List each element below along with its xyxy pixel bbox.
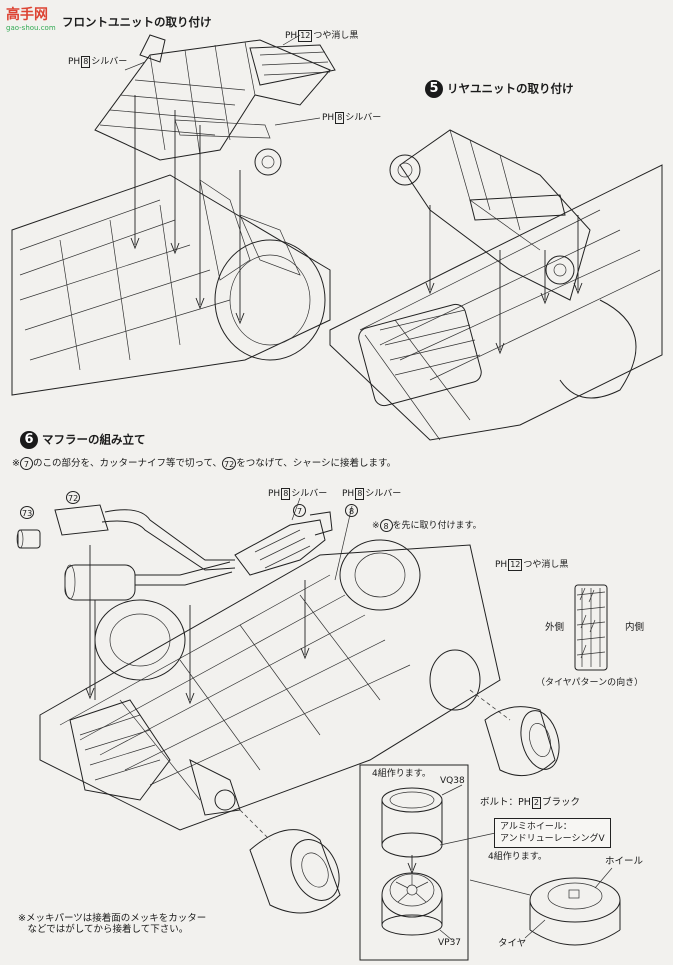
tire-outer-label: 外側 xyxy=(545,622,565,633)
note2-text: を先に取り付けます。 xyxy=(392,521,482,531)
part-7-label: 7 xyxy=(293,504,306,517)
part-number-8: 8 xyxy=(345,500,358,519)
part-ref-8: 8 xyxy=(379,519,393,532)
front-unit-drawing xyxy=(11,34,336,396)
step5-heading: 5 リヤユニットの取り付け xyxy=(425,80,574,98)
tire-inner-label: 内側 xyxy=(625,622,645,633)
paint-code: PH xyxy=(518,797,531,808)
watermark-logo: 高手网 gao-shou.com xyxy=(6,4,56,32)
paint-code: PH xyxy=(322,113,335,123)
paint-code: PH xyxy=(342,489,355,499)
part-72-label: 72 xyxy=(66,491,81,504)
alu-line-2: アンドリューレーシングV xyxy=(500,834,605,844)
paint-number: 8 xyxy=(355,487,365,500)
wheel-label: ホイール xyxy=(605,856,644,867)
paint-name: シルバー xyxy=(365,489,402,499)
alu-line-1: アルミホイール： xyxy=(500,822,572,832)
step6-heading: 6 マフラーの組み立て xyxy=(20,431,146,449)
paint-number: 2 xyxy=(531,796,541,809)
wheel-box-drawing xyxy=(359,764,621,961)
footer-note-line1: ※メッキパーツは接着面のメッキをカッター xyxy=(18,913,207,924)
step5-number: 5 xyxy=(425,80,443,98)
step4-title: フロントユニットの取り付け xyxy=(62,15,212,29)
aluminum-wheel-info: アルミホイール： アンドリューレーシングV xyxy=(494,818,611,848)
part-ref-72: 72 xyxy=(222,457,237,470)
step5-title: リヤユニットの取り付け xyxy=(447,81,574,96)
watermark-logo-text: 高手网 xyxy=(6,7,48,23)
part-number-73: 73 xyxy=(20,502,35,521)
paint-name: つや消し黒 xyxy=(313,31,359,41)
paint-code: PH xyxy=(68,57,81,67)
paint-name: ブラック xyxy=(541,797,580,808)
paint-number: 12 xyxy=(508,558,523,571)
note-prefix: ※ xyxy=(12,458,20,469)
tire-label: タイヤ xyxy=(498,938,527,949)
paint-name: シルバー xyxy=(345,113,382,123)
note-text-1: のこの部分を、カッターナイフ等で切って、 xyxy=(32,458,223,469)
part-8-label: 8 xyxy=(345,504,358,517)
tire-pattern-caption: （タイヤパターンの向き） xyxy=(536,678,644,688)
part-number-7: 7 xyxy=(293,500,306,519)
note2-prefix: ※ xyxy=(372,521,380,531)
vp37-label: VP37 xyxy=(438,938,462,948)
wheel-qty-note-1: 4組作ります。 xyxy=(372,769,431,779)
rear-unit-drawing xyxy=(329,129,663,441)
muffler-drawing xyxy=(16,497,353,705)
paint-number: 12 xyxy=(298,29,313,42)
note-text-2: をつなげて、シャーシに接着します。 xyxy=(236,458,397,469)
paint-code: PH xyxy=(285,31,298,41)
paint-number: 8 xyxy=(81,55,91,68)
paint-name: シルバー xyxy=(91,57,128,67)
paint-number: 8 xyxy=(281,487,291,500)
part-ref-7: 7 xyxy=(19,457,33,470)
wheel-qty-note-2: 4組作ります。 xyxy=(488,852,547,862)
paint-code: PH xyxy=(495,560,508,570)
footer-note-line2: などではがしてから接着して下さい。 xyxy=(18,924,189,936)
step6-title: マフラーの組み立て xyxy=(42,432,146,447)
footer-note: ※メッキパーツは接着面のメッキをカッター などではがしてから接着して下さい。 xyxy=(18,913,206,936)
tire-pattern-drawing xyxy=(574,584,608,671)
paint-number: 8 xyxy=(335,111,345,124)
watermark-url: gao-shou.com xyxy=(6,24,56,32)
paint-name: つや消し黒 xyxy=(523,560,569,570)
part-73-label: 73 xyxy=(20,506,35,519)
paint-code: PH xyxy=(268,489,281,499)
bolt-prefix: ボルト： xyxy=(480,797,519,808)
chassis-bottom-drawing xyxy=(39,539,560,914)
vq38-label: VQ38 xyxy=(440,776,465,786)
part-number-72: 72 xyxy=(66,487,81,506)
step6-number: 6 xyxy=(20,431,38,449)
paint-name: シルバー xyxy=(291,489,328,499)
